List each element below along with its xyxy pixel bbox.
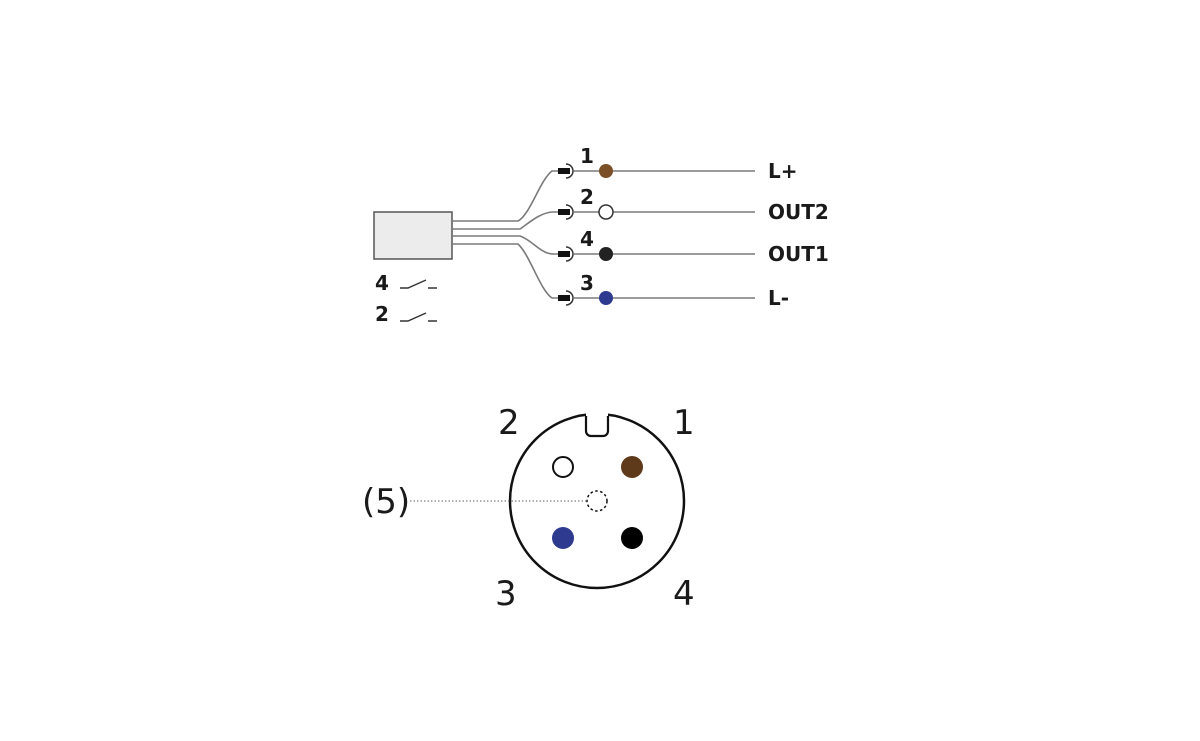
switch-label: 2 bbox=[375, 302, 389, 326]
wire-row-4: 3 L- bbox=[558, 271, 789, 310]
terminal-socket bbox=[565, 246, 574, 262]
signal-label: OUT2 bbox=[768, 200, 829, 224]
signal-label: L+ bbox=[768, 159, 798, 183]
pin-number-label: 2 bbox=[580, 185, 594, 209]
lead-2 bbox=[452, 211, 560, 230]
lead-4 bbox=[452, 235, 560, 255]
terminal-socket bbox=[565, 290, 574, 306]
pin-1-label: 1 bbox=[673, 403, 695, 443]
pin-2-dot bbox=[552, 456, 574, 478]
sensor-body bbox=[373, 211, 453, 260]
terminal-plug bbox=[558, 251, 570, 257]
switch-label: 4 bbox=[375, 271, 389, 295]
wire-dot bbox=[599, 291, 613, 305]
wire-dot bbox=[598, 204, 614, 220]
terminal-plug bbox=[558, 295, 570, 301]
wire-row-2: 2 OUT2 bbox=[558, 185, 829, 224]
pin-3-label: 3 bbox=[495, 574, 517, 614]
switch-icon bbox=[400, 312, 437, 322]
switch-symbol-2: 2 bbox=[375, 302, 437, 326]
pin-number-label: 1 bbox=[580, 144, 594, 168]
pin-5-dot bbox=[586, 490, 608, 512]
pin-1-dot bbox=[621, 456, 643, 478]
pin-4-dot bbox=[621, 527, 643, 549]
pin-number-label: 4 bbox=[580, 227, 594, 251]
wire-row-1: 1 L+ bbox=[558, 144, 798, 183]
coding-key-mask bbox=[586, 408, 608, 416]
wire-dot bbox=[599, 164, 613, 178]
switch-icon bbox=[400, 279, 437, 289]
terminal-socket bbox=[565, 204, 574, 220]
pin-4-label: 4 bbox=[673, 574, 695, 614]
wiring-diagram: 1 L+ 2 OUT2 4 OUT1 3 L- bbox=[373, 144, 829, 326]
lead-3 bbox=[452, 243, 560, 299]
switch-symbol-4: 4 bbox=[375, 271, 437, 295]
connector-face: 1 2 3 4 (5) bbox=[362, 403, 695, 614]
lead-1 bbox=[452, 170, 560, 222]
pin-3-dot bbox=[552, 527, 574, 549]
pin-2-label: 2 bbox=[498, 403, 520, 443]
terminal-plug bbox=[558, 209, 570, 215]
signal-label: OUT1 bbox=[768, 242, 829, 266]
signal-label: L- bbox=[768, 286, 789, 310]
wire-dot bbox=[599, 247, 613, 261]
wire-row-3: 4 OUT1 bbox=[558, 227, 829, 266]
pin-number-label: 3 bbox=[580, 271, 594, 295]
pin-5-label: (5) bbox=[362, 482, 410, 522]
terminal-socket bbox=[565, 163, 574, 179]
terminal-plug bbox=[558, 168, 570, 174]
